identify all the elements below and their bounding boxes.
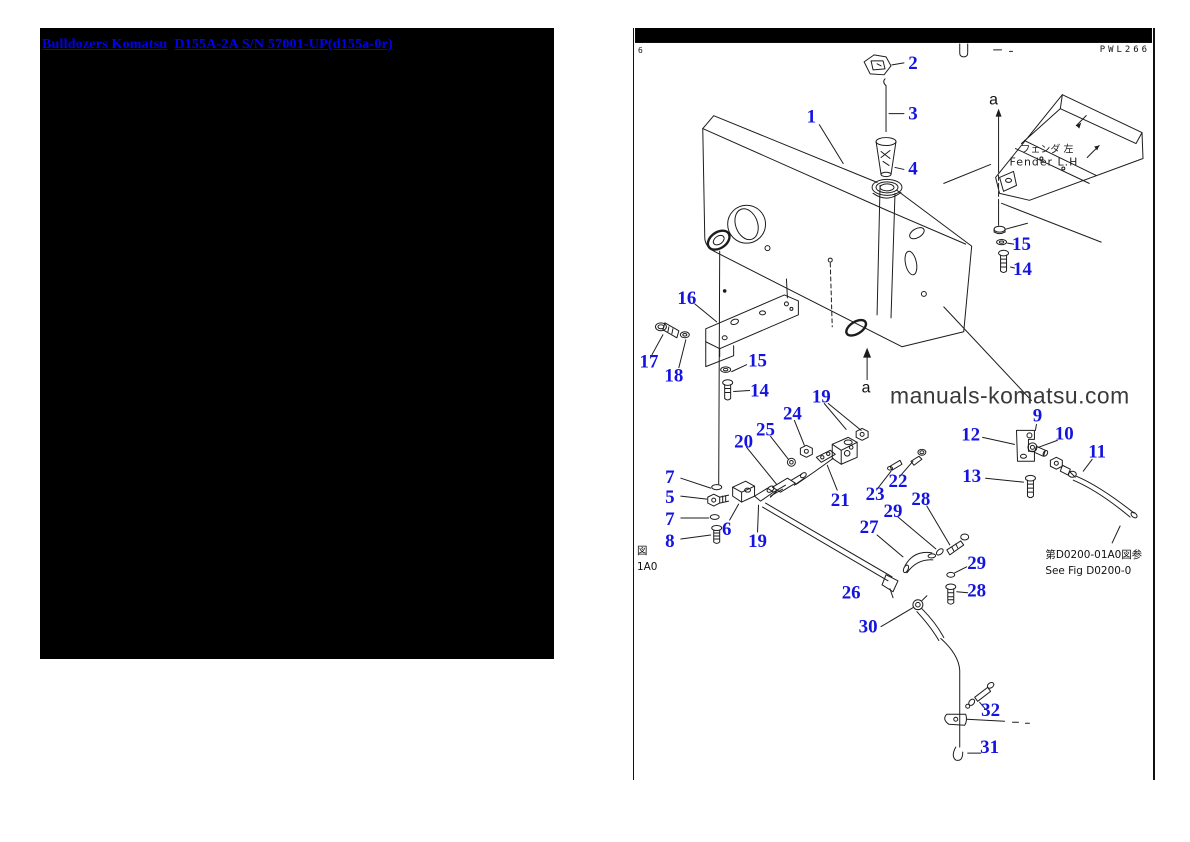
callout-9: 9 <box>1033 405 1042 426</box>
fuel-pipe-drawing <box>762 502 1030 761</box>
fender-inset-drawing <box>943 94 1144 243</box>
callout-29-lower: 29 <box>967 553 986 574</box>
outlet-assembly-drawing <box>943 306 1138 544</box>
callout-16: 16 <box>677 288 696 309</box>
callout-3: 3 <box>908 104 917 125</box>
callout-1: 1 <box>807 107 816 128</box>
callout-32: 32 <box>981 700 1000 721</box>
drain-elbow-drawing <box>680 477 786 544</box>
callout-21: 21 <box>831 490 850 511</box>
callout-6: 6 <box>722 519 731 540</box>
header-plate-code: PWL266 <box>1100 45 1150 55</box>
parts-diagram-svg: 6 PWL266 <box>635 28 1152 761</box>
ref-fig-right-en: See Fig D0200-0 <box>1045 565 1131 577</box>
header-dashes <box>993 49 1014 52</box>
callout-4: 4 <box>908 158 918 179</box>
callout-17: 17 <box>640 352 659 373</box>
callout-20: 20 <box>734 431 753 452</box>
callout-7-upper: 7 <box>665 467 674 488</box>
callout-14-left: 14 <box>750 381 769 402</box>
callout-18: 18 <box>664 366 683 387</box>
callout-28-upper: 28 <box>911 489 930 510</box>
ref-fig-left-jp: 図 <box>637 545 647 557</box>
left-image-panel: Bulldozers Komatsu D155A-2A S/N 57001-UP(… <box>40 28 554 659</box>
callout-15-left: 15 <box>748 351 767 372</box>
callout-2: 2 <box>908 53 917 74</box>
breadcrumb-link-model[interactable]: D155A-2A S/N 57001-UP(d155a-0r) <box>174 37 393 52</box>
section-arrow-icon <box>1094 145 1100 151</box>
bracket-hardware-drawing <box>651 294 799 401</box>
fender-label-en: Fender L.H <box>1010 155 1079 168</box>
header-mid-glyph <box>959 43 969 58</box>
filler-parts-drawing <box>863 54 903 199</box>
ref-fig-right-jp: 第D0200-01A0図参 <box>1045 548 1142 561</box>
callout-labels: 1 2 3 4 5 6 7 7 8 9 10 11 12 13 14 14 15… <box>640 53 1107 758</box>
diagram-top-bar <box>635 28 1152 43</box>
header-left-char: 6 <box>638 46 643 55</box>
callout-8: 8 <box>665 531 674 552</box>
callout-25: 25 <box>756 419 775 440</box>
callout-31: 31 <box>980 737 999 758</box>
valve-assembly-drawing <box>746 402 927 498</box>
section-marker-a-top: a <box>989 92 998 109</box>
callout-26: 26 <box>842 583 861 604</box>
callout-23: 23 <box>866 484 885 505</box>
callout-14-right: 14 <box>1013 259 1032 280</box>
leader-lines <box>818 62 905 170</box>
callout-28-lower: 28 <box>967 581 986 602</box>
callout-5: 5 <box>665 487 674 508</box>
fuel-tank-drawing <box>702 115 973 485</box>
parts-diagram-panel: 6 PWL266 <box>633 28 1155 780</box>
callout-24: 24 <box>783 403 802 424</box>
callout-10: 10 <box>1055 423 1074 444</box>
section-arrow-icon <box>1076 122 1082 129</box>
section-a-mid-arrow <box>863 347 872 381</box>
callout-22: 22 <box>889 471 908 492</box>
callout-7-lower: 7 <box>665 509 674 530</box>
callout-11: 11 <box>1088 441 1106 462</box>
callout-30: 30 <box>859 617 878 638</box>
section-a-mount-drawing <box>993 108 1028 274</box>
section-marker-a-mid: a <box>862 380 871 397</box>
callout-12: 12 <box>961 424 980 445</box>
arrow-up-icon <box>995 108 1002 117</box>
callout-27: 27 <box>860 517 879 538</box>
breadcrumb-link-brand[interactable]: Bulldozers Komatsu <box>42 37 168 52</box>
callout-29-upper: 29 <box>884 501 903 522</box>
callout-15-right: 15 <box>1012 234 1031 255</box>
arrow-up-icon <box>863 347 872 358</box>
ref-fig-left-code: 1A0 <box>637 561 657 573</box>
callout-19-upper: 19 <box>812 387 831 408</box>
callout-19-lower: 19 <box>748 531 767 552</box>
callout-13: 13 <box>962 466 981 487</box>
breadcrumb: Bulldozers Komatsu D155A-2A S/N 57001-UP(… <box>40 28 554 53</box>
watermark-text: manuals-komatsu.com <box>890 382 1130 408</box>
fender-label-jp: フェンダ 左 <box>1020 143 1073 156</box>
